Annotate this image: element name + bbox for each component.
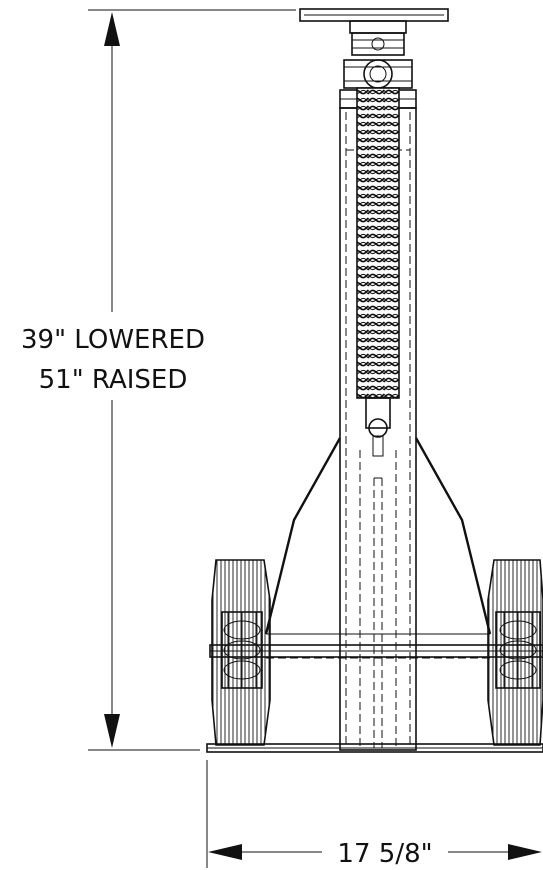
swivel-block [351, 32, 405, 56]
right-wheel [487, 559, 543, 746]
width-label: 17 5/8" [337, 839, 432, 869]
right-tire [487, 559, 543, 746]
left-wheel [211, 559, 271, 746]
right-leg [414, 437, 492, 635]
arrowhead-down-icon [104, 714, 120, 748]
arrowhead-up-icon [104, 12, 120, 46]
screw-tip [365, 397, 391, 429]
bearing-circle [363, 59, 393, 89]
bearing-housing [343, 59, 413, 89]
base-plate [206, 743, 543, 753]
left-leg [264, 437, 342, 635]
left-tire [211, 559, 271, 746]
arrowhead-left-icon [208, 844, 242, 860]
screw-spring [356, 87, 400, 399]
legs [264, 437, 492, 635]
height-raised-label: 51" RAISED [39, 365, 188, 395]
height-dimension: 39" LOWERED 51" RAISED [21, 9, 296, 751]
arrowhead-right-icon [508, 844, 542, 860]
swivel-head [349, 20, 407, 34]
spring-screw [356, 87, 400, 457]
width-dimension: 17 5/8" [206, 760, 542, 869]
height-lowered-label: 39" LOWERED [21, 325, 205, 355]
